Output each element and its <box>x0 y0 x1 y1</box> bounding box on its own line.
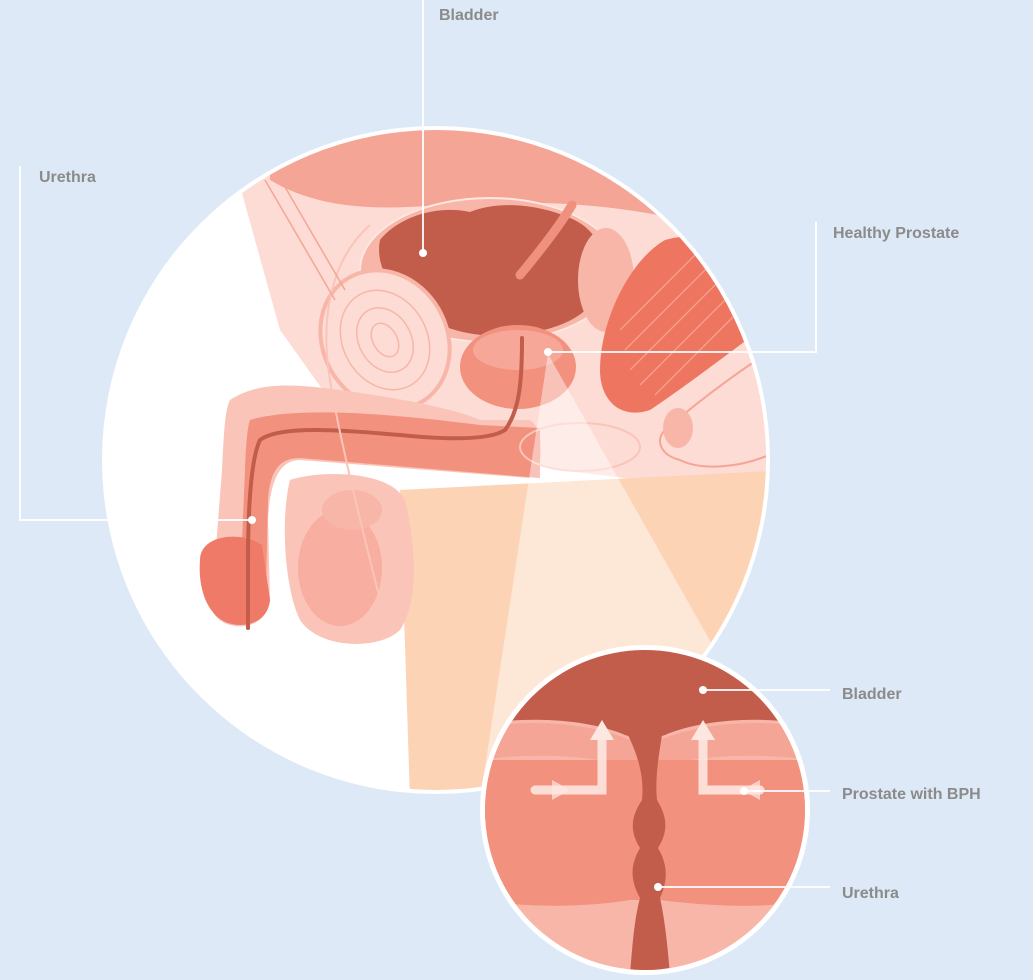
label-prostate-bph: Prostate with BPH <box>842 786 981 804</box>
label-urethra-inset: Urethra <box>842 885 899 903</box>
label-bladder-inset: Bladder <box>842 686 902 704</box>
label-urethra-left: Urethra <box>39 169 96 187</box>
label-healthy-prostate: Healthy Prostate <box>833 225 959 243</box>
label-bladder-top: Bladder <box>439 7 499 25</box>
bph-inset-circle <box>480 645 810 975</box>
